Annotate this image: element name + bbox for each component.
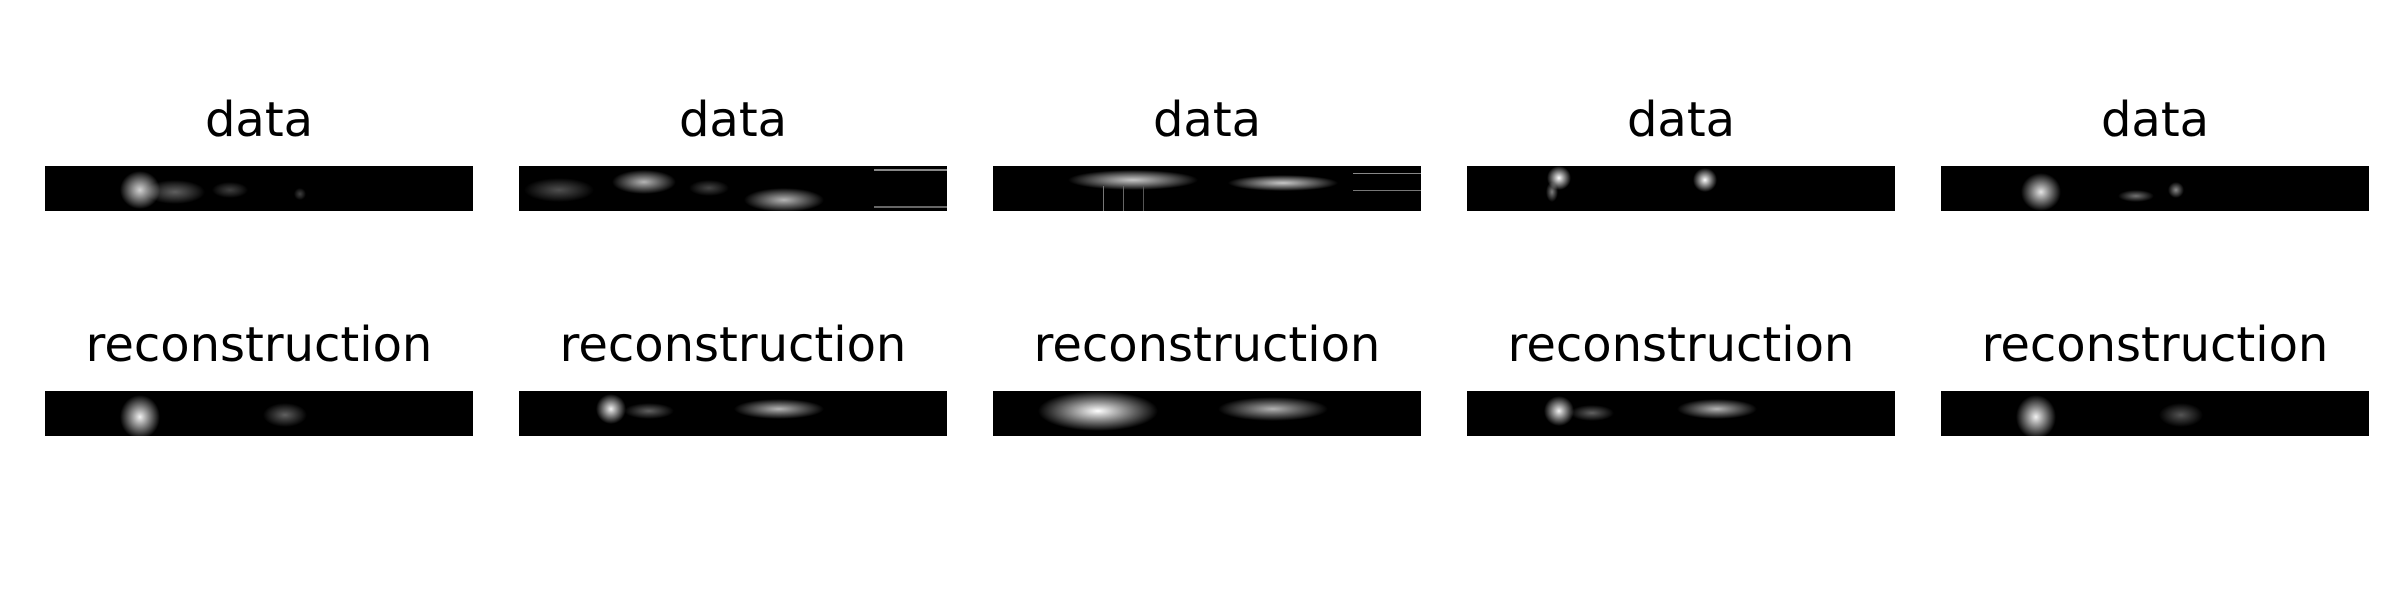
reconstruction-panel-5-title: reconstruction	[1981, 317, 2329, 373]
data-panel-1-title: data	[204, 92, 314, 148]
data-panel-4-image	[1467, 166, 1895, 211]
data-panel-5-image	[1941, 166, 2369, 211]
reconstruction-panel-2-image	[519, 391, 947, 436]
reconstruction-panel-4-image	[1467, 391, 1895, 436]
reconstruction-panel-3-title: reconstruction	[1033, 317, 1381, 373]
data-panel-5-title: data	[2100, 92, 2210, 148]
reconstruction-panel-2-title: reconstruction	[559, 317, 907, 373]
reconstruction-panel-1-title: reconstruction	[85, 317, 433, 373]
reconstruction-panel-3-image	[993, 391, 1421, 436]
data-panel-3-title: data	[1152, 92, 1262, 148]
data-panel-1-image	[45, 166, 473, 211]
reconstruction-panel-5-image	[1941, 391, 2369, 436]
data-panel-2-image	[519, 166, 947, 211]
reconstruction-panel-4-title: reconstruction	[1507, 317, 1855, 373]
data-panel-2-title: data	[678, 92, 788, 148]
reconstruction-panel-1-image	[45, 391, 473, 436]
data-panel-3-image	[993, 166, 1421, 211]
data-panel-4-title: data	[1626, 92, 1736, 148]
